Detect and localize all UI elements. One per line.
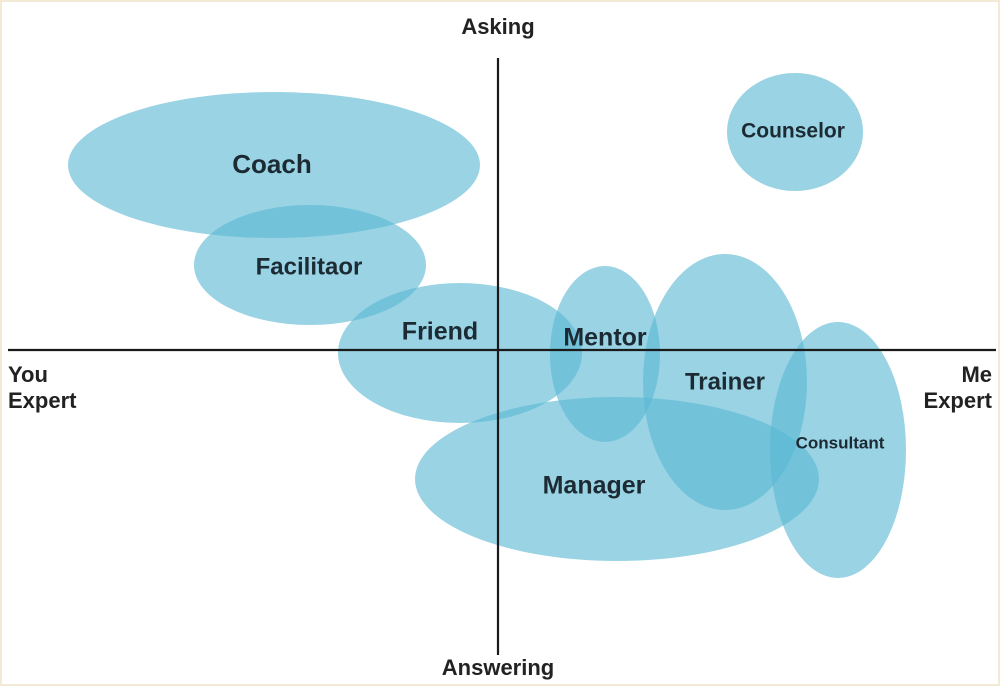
axis-left-label-line2: Expert	[8, 388, 77, 413]
coach-ellipse	[68, 92, 480, 238]
axis-left-label-line1: You	[8, 362, 48, 387]
axis-right-label-line1: Me	[961, 362, 992, 387]
axis-right-label-line2: Expert	[924, 388, 993, 413]
manager-ellipse	[415, 397, 819, 561]
axis-top-label: Asking	[461, 14, 534, 39]
facilitaor-ellipse	[194, 205, 426, 325]
facilitaor-label: Facilitaor	[256, 253, 363, 280]
consultant-label: Consultant	[796, 433, 885, 452]
counselor-ellipse	[727, 73, 863, 191]
axis-bottom-label: Answering	[442, 655, 554, 680]
friend-ellipse	[338, 283, 582, 423]
consultant-ellipse	[770, 322, 906, 578]
axis-labels: Asking Answering You Expert Me Expert	[8, 14, 993, 680]
manager-label: Manager	[543, 472, 646, 500]
counselor-label: Counselor	[741, 120, 845, 143]
role-ellipses	[68, 73, 906, 578]
role-labels: Coach Facilitaor Friend Counselor Mentor…	[232, 120, 884, 500]
trainer-label: Trainer	[685, 368, 765, 395]
friend-label: Friend	[402, 318, 478, 346]
coach-label: Coach	[232, 149, 311, 179]
mentor-label: Mentor	[563, 324, 647, 352]
